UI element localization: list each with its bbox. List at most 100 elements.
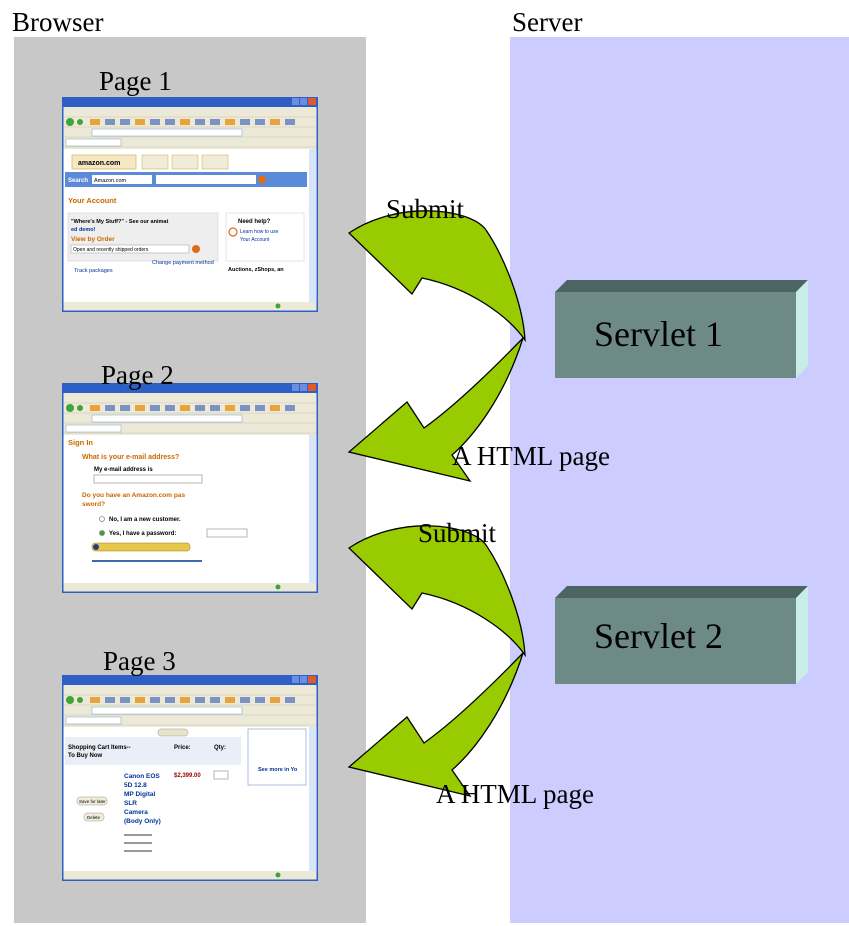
toolbar-icon xyxy=(165,697,175,703)
status-bar xyxy=(63,302,317,311)
toolbar-icon xyxy=(105,119,115,125)
toolbar-icon xyxy=(195,119,205,125)
toolbar-icon xyxy=(195,405,205,411)
back-icon xyxy=(66,118,74,126)
server-lane xyxy=(510,37,849,923)
sign-in-arrow-icon xyxy=(93,544,99,550)
save-later-button xyxy=(76,796,108,806)
title-bar xyxy=(62,383,318,393)
product-title-line: 5D 12.8 xyxy=(124,782,147,789)
submit-arrow-1 xyxy=(347,210,526,343)
zone-icon xyxy=(275,872,281,878)
product-title-line: SLR xyxy=(124,800,137,807)
product-title-line: Canon EOS xyxy=(124,773,160,780)
toolbar-icon xyxy=(90,119,100,125)
toolbar-icon xyxy=(270,697,280,703)
toolbar-icon xyxy=(150,697,160,703)
have-password-text: Yes, I have a password: xyxy=(109,531,176,537)
toolbar-icon xyxy=(135,405,145,411)
update-button xyxy=(157,728,189,737)
servlet-2-top xyxy=(555,586,808,598)
close-icon xyxy=(308,676,316,683)
toolbar-icon xyxy=(240,405,250,411)
toolbar-icon xyxy=(150,119,160,125)
toolbar-icon xyxy=(240,119,250,125)
submit-arrow-2 xyxy=(347,525,526,658)
status-bar xyxy=(63,871,317,880)
product-title-line: Camera xyxy=(124,809,148,816)
address-bar xyxy=(91,414,243,423)
html-page-label-1: A HTML page xyxy=(452,441,610,471)
search-select xyxy=(92,175,152,184)
toolbar-icon xyxy=(285,697,295,703)
toolbar-icon xyxy=(180,119,190,125)
toolbar-icon xyxy=(120,405,130,411)
servlet-2-label: Servlet 2 xyxy=(594,616,723,656)
toolbar-icon xyxy=(225,405,235,411)
close-icon xyxy=(308,384,316,391)
help-link: Learn how to use xyxy=(240,229,279,235)
toolbar-icon xyxy=(195,697,205,703)
toolbar-icon xyxy=(255,405,265,411)
email-input xyxy=(93,474,203,484)
order-select xyxy=(70,244,190,254)
response-arrow-1 xyxy=(347,337,524,483)
toolbar-icon xyxy=(90,697,100,703)
forward-icon xyxy=(77,405,83,411)
toolbar-icon xyxy=(165,405,175,411)
servlet-1-top xyxy=(555,280,808,292)
google-box xyxy=(65,424,122,433)
go-button xyxy=(258,175,266,184)
track-link: Track packages xyxy=(74,268,113,274)
toolbar-icon xyxy=(285,119,295,125)
toolbar-icon xyxy=(240,697,250,703)
back-icon xyxy=(66,404,74,412)
cart-heading-2: To Buy Now xyxy=(68,753,103,759)
servlet-1-box xyxy=(555,280,808,378)
password-question: Do you have an Amazon.com pas xyxy=(82,492,185,499)
toolbar-icon xyxy=(210,119,220,125)
title-bar xyxy=(62,675,318,685)
page-1-label: Page 1 xyxy=(99,66,172,96)
logo-tab xyxy=(71,154,137,170)
page-3-label: Page 3 xyxy=(103,646,176,676)
forward-icon xyxy=(77,697,83,703)
price-column: Price: xyxy=(174,745,191,751)
help-icon xyxy=(228,227,238,237)
forward-icon xyxy=(77,119,83,125)
sign-in-heading: Sign In xyxy=(68,438,93,447)
toolbar-icon xyxy=(210,697,220,703)
password-radio xyxy=(99,530,105,536)
product-price: $2,399.00 xyxy=(174,773,201,779)
browser-lane-label: Browser xyxy=(12,7,104,37)
help-box xyxy=(225,212,305,262)
toolbar-icon xyxy=(255,697,265,703)
toolbar-icon xyxy=(210,405,220,411)
back-icon xyxy=(66,696,74,704)
sidebar-box xyxy=(247,728,307,786)
account-heading: Your Account xyxy=(68,196,117,205)
maximize-icon xyxy=(300,384,307,391)
toolbar-icon xyxy=(135,697,145,703)
toolbar-icon xyxy=(165,119,175,125)
delete-text: Delete xyxy=(87,815,101,820)
servlet-1-label: Servlet 1 xyxy=(594,314,723,354)
page-2-label: Page 2 xyxy=(101,360,174,390)
qty-input xyxy=(213,770,229,780)
toolbar-icon xyxy=(255,119,265,125)
servlet-1-face xyxy=(555,292,796,378)
save-later-text: Save for later xyxy=(79,799,106,804)
address-bar xyxy=(91,706,243,715)
toolbar-icon xyxy=(150,405,160,411)
scrollbar xyxy=(309,149,316,302)
server-lane-label: Server xyxy=(512,7,583,37)
help-link-2: Your Account xyxy=(240,237,270,243)
email-label: My e-mail address is xyxy=(94,467,153,473)
password-input xyxy=(206,528,248,538)
google-box xyxy=(65,138,122,147)
toolbar-icon xyxy=(270,119,280,125)
new-customer-text: No, I am a new customer. xyxy=(109,517,181,523)
payment-link: Change payment method xyxy=(152,260,214,266)
